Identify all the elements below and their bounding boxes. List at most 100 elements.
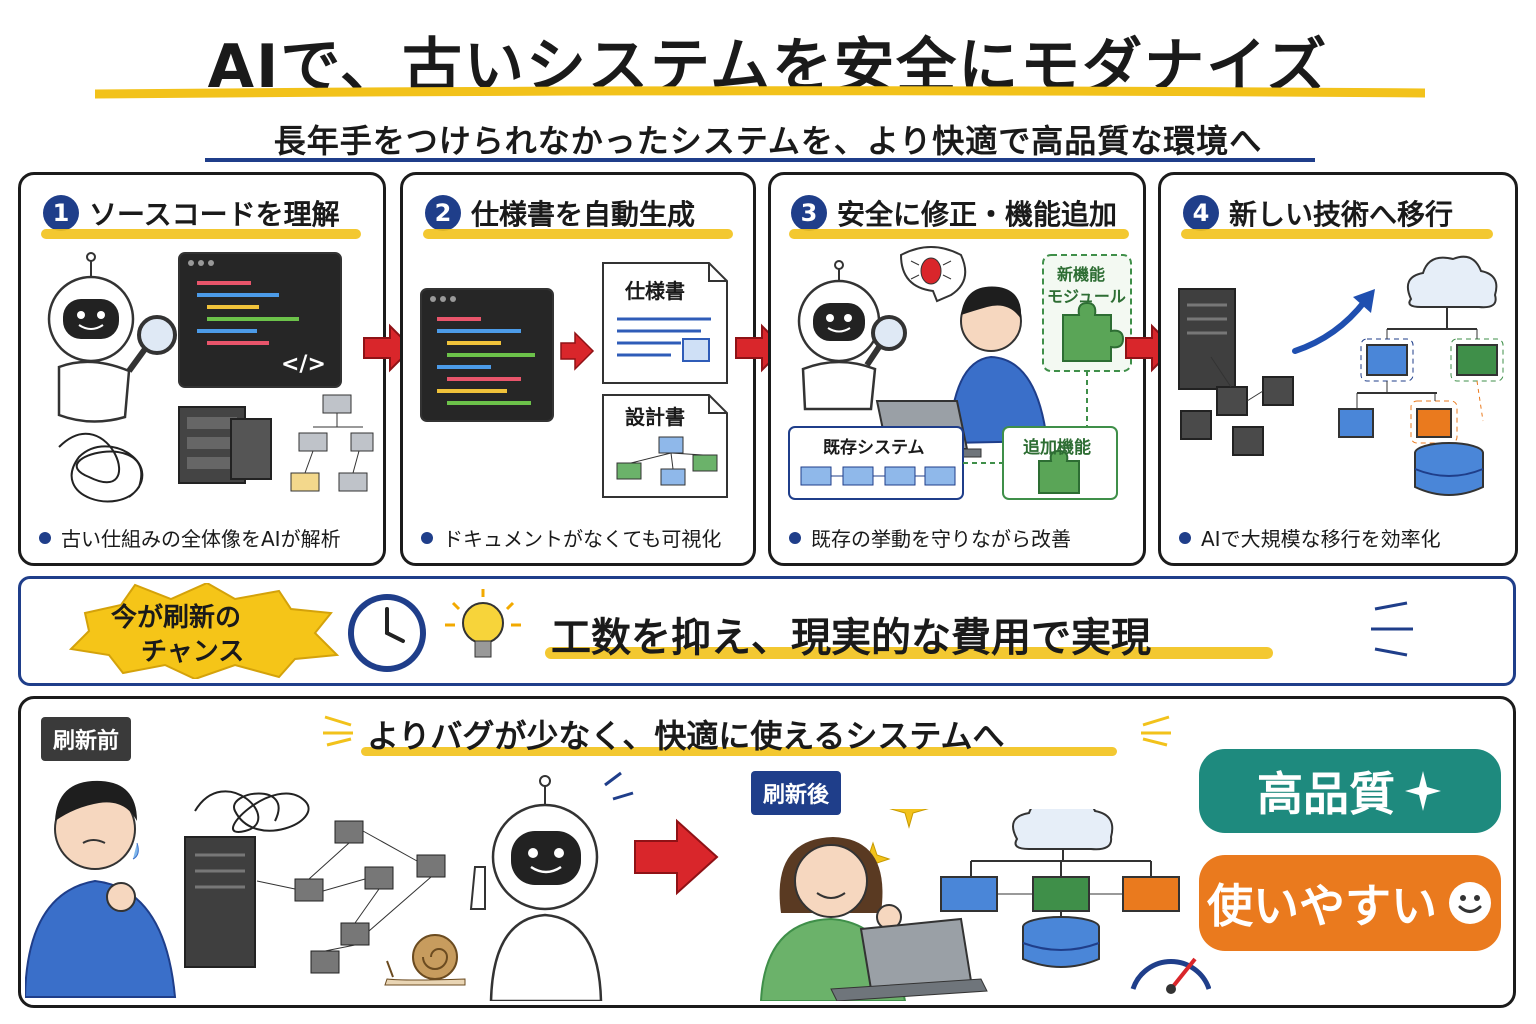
quality-pill-label: 高品質: [1257, 767, 1395, 821]
messy-diagram: [256, 820, 446, 974]
magnifier-icon: [126, 315, 177, 373]
bug-icon: [899, 246, 967, 303]
bullet-dot: [421, 531, 433, 544]
design-document-icon: [602, 394, 728, 498]
new-module-label-2: モジュール: [1047, 287, 1126, 306]
arrow-right-icon: [634, 818, 719, 896]
step-panel-3: 3 安全に修正・機能追加: [768, 172, 1146, 566]
usability-pill-label: 使いやすい: [1207, 879, 1437, 933]
step-bullet-1: 古い仕組みの全体像をAIが解析: [39, 523, 341, 552]
before-badge: 刷新前: [41, 717, 132, 761]
step-number-3: 3: [791, 195, 827, 231]
step-highlight-1: [41, 229, 361, 239]
subtitle-underline: [205, 158, 1315, 162]
after-badge: 刷新後: [751, 771, 842, 815]
snail-icon: [384, 934, 466, 986]
step4-illustration: [1178, 255, 1504, 496]
emphasis-lines: [323, 715, 353, 747]
server-icon: [178, 406, 272, 484]
bullet-dot: [39, 531, 51, 544]
magnifier-icon: [864, 315, 907, 367]
step-highlight-3: [789, 229, 1129, 239]
burst-text-line1: 今が刷新の: [111, 603, 242, 633]
burst-shape: [68, 583, 340, 679]
step2-illustration: [420, 262, 728, 498]
step-bullet-text-3: 既存の挙動を守りながら改善: [811, 527, 1071, 551]
cube-cluster: [1180, 356, 1294, 456]
step-highlight-4: [1181, 229, 1493, 239]
existing-system-label: 既存システム: [823, 438, 925, 458]
after-illustration: [759, 809, 1211, 1001]
server-icon: [184, 836, 256, 968]
engineer-person: [947, 286, 1049, 445]
robot-icon: [469, 771, 634, 1001]
svg-text:</>: </>: [281, 352, 326, 377]
step-bullet-text-2: ドキュメントがなくても可視化: [443, 527, 722, 551]
bullet-dot: [1179, 531, 1191, 544]
sparkle-icon: [1405, 771, 1441, 811]
bottom-headline: よりバグが少なく、快適に使えるシステムへ: [367, 717, 1005, 755]
spec-doc-label: 仕様書: [625, 279, 685, 303]
tangled-lines: [194, 790, 310, 833]
arrow-right-icon: [560, 331, 595, 371]
lightbulb-icon: [445, 589, 521, 658]
database-icon: [1414, 442, 1484, 496]
puzzle-icon: [1038, 449, 1080, 494]
step-bullet-text-1: 古い仕組みの全体像をAIが解析: [61, 527, 341, 551]
smiley-icon: [1449, 882, 1491, 924]
step-heading-2: 2 仕様書を自動生成: [425, 193, 695, 233]
step1-illustration: </>: [47, 252, 374, 503]
headline-highlight: [361, 747, 1117, 756]
arrow-up-right-icon: [1292, 298, 1368, 354]
server-icon: [1178, 288, 1236, 390]
design-doc-label: 設計書: [625, 405, 685, 429]
title-underline: [95, 86, 1425, 99]
database-icon: [1022, 916, 1100, 968]
step-heading-3: 3 安全に修正・機能追加: [791, 193, 1117, 233]
robot-icon: [797, 260, 881, 411]
added-feature-label: 追加機能: [1023, 438, 1091, 458]
comparison-panel: 刷新前 よりバグが少なく、快適に使えるシステムへ: [18, 696, 1516, 1008]
quality-pill: 高品質: [1199, 749, 1501, 833]
message-highlight: [545, 647, 1273, 659]
robot-icon: [47, 252, 135, 423]
spec-document-icon: [602, 262, 728, 384]
step-label-2: 仕様書を自動生成: [471, 198, 696, 231]
puzzle-icon: [1062, 301, 1125, 362]
code-window-icon: [420, 288, 554, 422]
flowchart-icon: [290, 394, 374, 492]
step-bullet-2: ドキュメントがなくても可視化: [421, 523, 721, 552]
step3-illustration: [788, 246, 1132, 500]
step-bullet-text-4: AIで大規模な移行を効率化: [1201, 527, 1441, 551]
step-number-4: 4: [1183, 195, 1219, 231]
tangled-lines: [58, 432, 144, 503]
step-number-1: 1: [43, 195, 79, 231]
step-panel-2: 2 仕様書を自動生成: [400, 172, 756, 566]
step-heading-1: 1 ソースコードを理解: [43, 193, 340, 233]
system-blocks: [800, 466, 956, 486]
step-panel-4: 4 新しい技術へ移行: [1158, 172, 1518, 566]
step-highlight-2: [423, 229, 733, 239]
step-number-2: 2: [425, 195, 461, 231]
step-label-3: 安全に修正・機能追加: [837, 198, 1118, 231]
worried-person: [25, 780, 177, 998]
new-module-label-1: 新機能: [1057, 265, 1106, 284]
code-window-icon: </>: [178, 252, 342, 388]
burst-text-line2: チャンス: [141, 637, 245, 667]
step-heading-4: 4 新しい技術へ移行: [1183, 193, 1453, 233]
cloud-icon: [1407, 255, 1498, 309]
banner-message: 工数を抑え、現実的な費用で実現: [551, 615, 1151, 661]
laptop-icon: [830, 917, 988, 1001]
step-panel-1: 1 ソースコードを理解 </>: [18, 172, 386, 566]
speedometer-icon: [1130, 957, 1211, 994]
step-bullet-3: 既存の挙動を守りながら改善: [789, 523, 1071, 552]
step-label-1: ソースコードを理解: [89, 198, 340, 231]
step-bullet-4: AIで大規模な移行を効率化: [1179, 523, 1441, 552]
bullet-dot: [789, 531, 801, 544]
step-label-4: 新しい技術へ移行: [1229, 198, 1454, 231]
emphasis-lines: [1141, 715, 1171, 747]
before-illustration: [25, 780, 466, 998]
cloud-icon: [1012, 809, 1114, 851]
cost-banner: 今が刷新の チャンス 工数を抑え、現実的な費用で実現: [18, 576, 1516, 686]
usability-pill: 使いやすい: [1199, 855, 1501, 951]
